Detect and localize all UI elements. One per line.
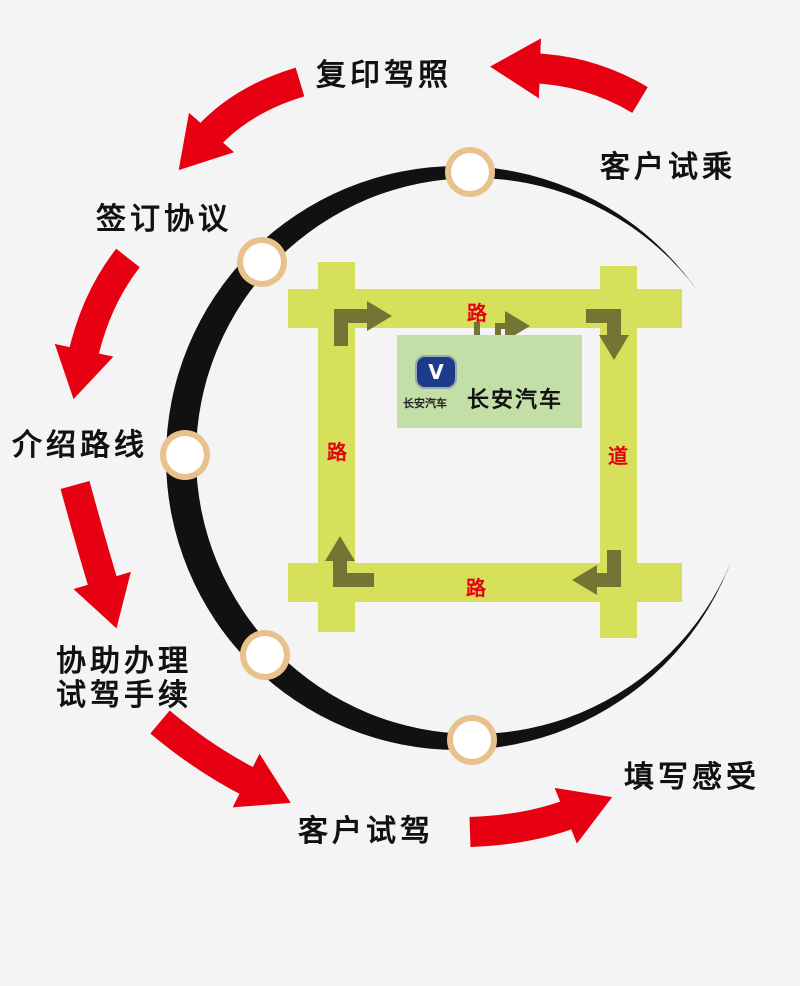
road-label-bottom: 路 xyxy=(466,576,486,600)
step-customer-drive: 客户试驾 xyxy=(298,814,434,849)
step-assist-line1: 协助办理 xyxy=(56,644,192,679)
company-location: V 长安汽车 长安汽车 xyxy=(397,335,582,428)
turn-arrow-top-left xyxy=(334,301,392,346)
step-copy-license: 复印驾照 xyxy=(316,58,452,93)
turn-arrow-bottom-right xyxy=(572,550,621,595)
step-assist-line2: 试驾手续 xyxy=(56,678,192,713)
logo-caption: 长安汽车 xyxy=(403,397,447,410)
step-sign-agreement: 签订协议 xyxy=(96,202,232,237)
node xyxy=(237,237,287,287)
node xyxy=(447,715,497,765)
turn-arrow-top-right xyxy=(586,309,629,360)
flow-arrow-1 xyxy=(490,38,648,113)
node xyxy=(445,147,495,197)
step-customer-ride: 客户试乘 xyxy=(600,150,736,185)
step-introduce-route: 介绍路线 xyxy=(12,428,148,463)
turn-arrow-bottom-left xyxy=(325,536,374,587)
flow-arrow-3 xyxy=(54,248,140,400)
flow-arrow-5 xyxy=(150,710,291,808)
step-feedback: 填写感受 xyxy=(624,760,760,795)
company-name: 长安汽车 xyxy=(467,388,564,413)
flow-arrow-6 xyxy=(469,787,613,847)
road-label-left: 路 xyxy=(327,440,347,464)
node xyxy=(160,430,210,480)
flow-arrows xyxy=(54,38,648,847)
road-label-right: 道 xyxy=(608,444,628,468)
node xyxy=(240,630,290,680)
road-label-top: 路 xyxy=(467,301,487,325)
flow-arrow-2 xyxy=(178,67,305,171)
ring-nodes xyxy=(160,147,497,765)
flow-arrow-4 xyxy=(60,481,131,629)
changan-logo-icon: V xyxy=(415,355,457,389)
